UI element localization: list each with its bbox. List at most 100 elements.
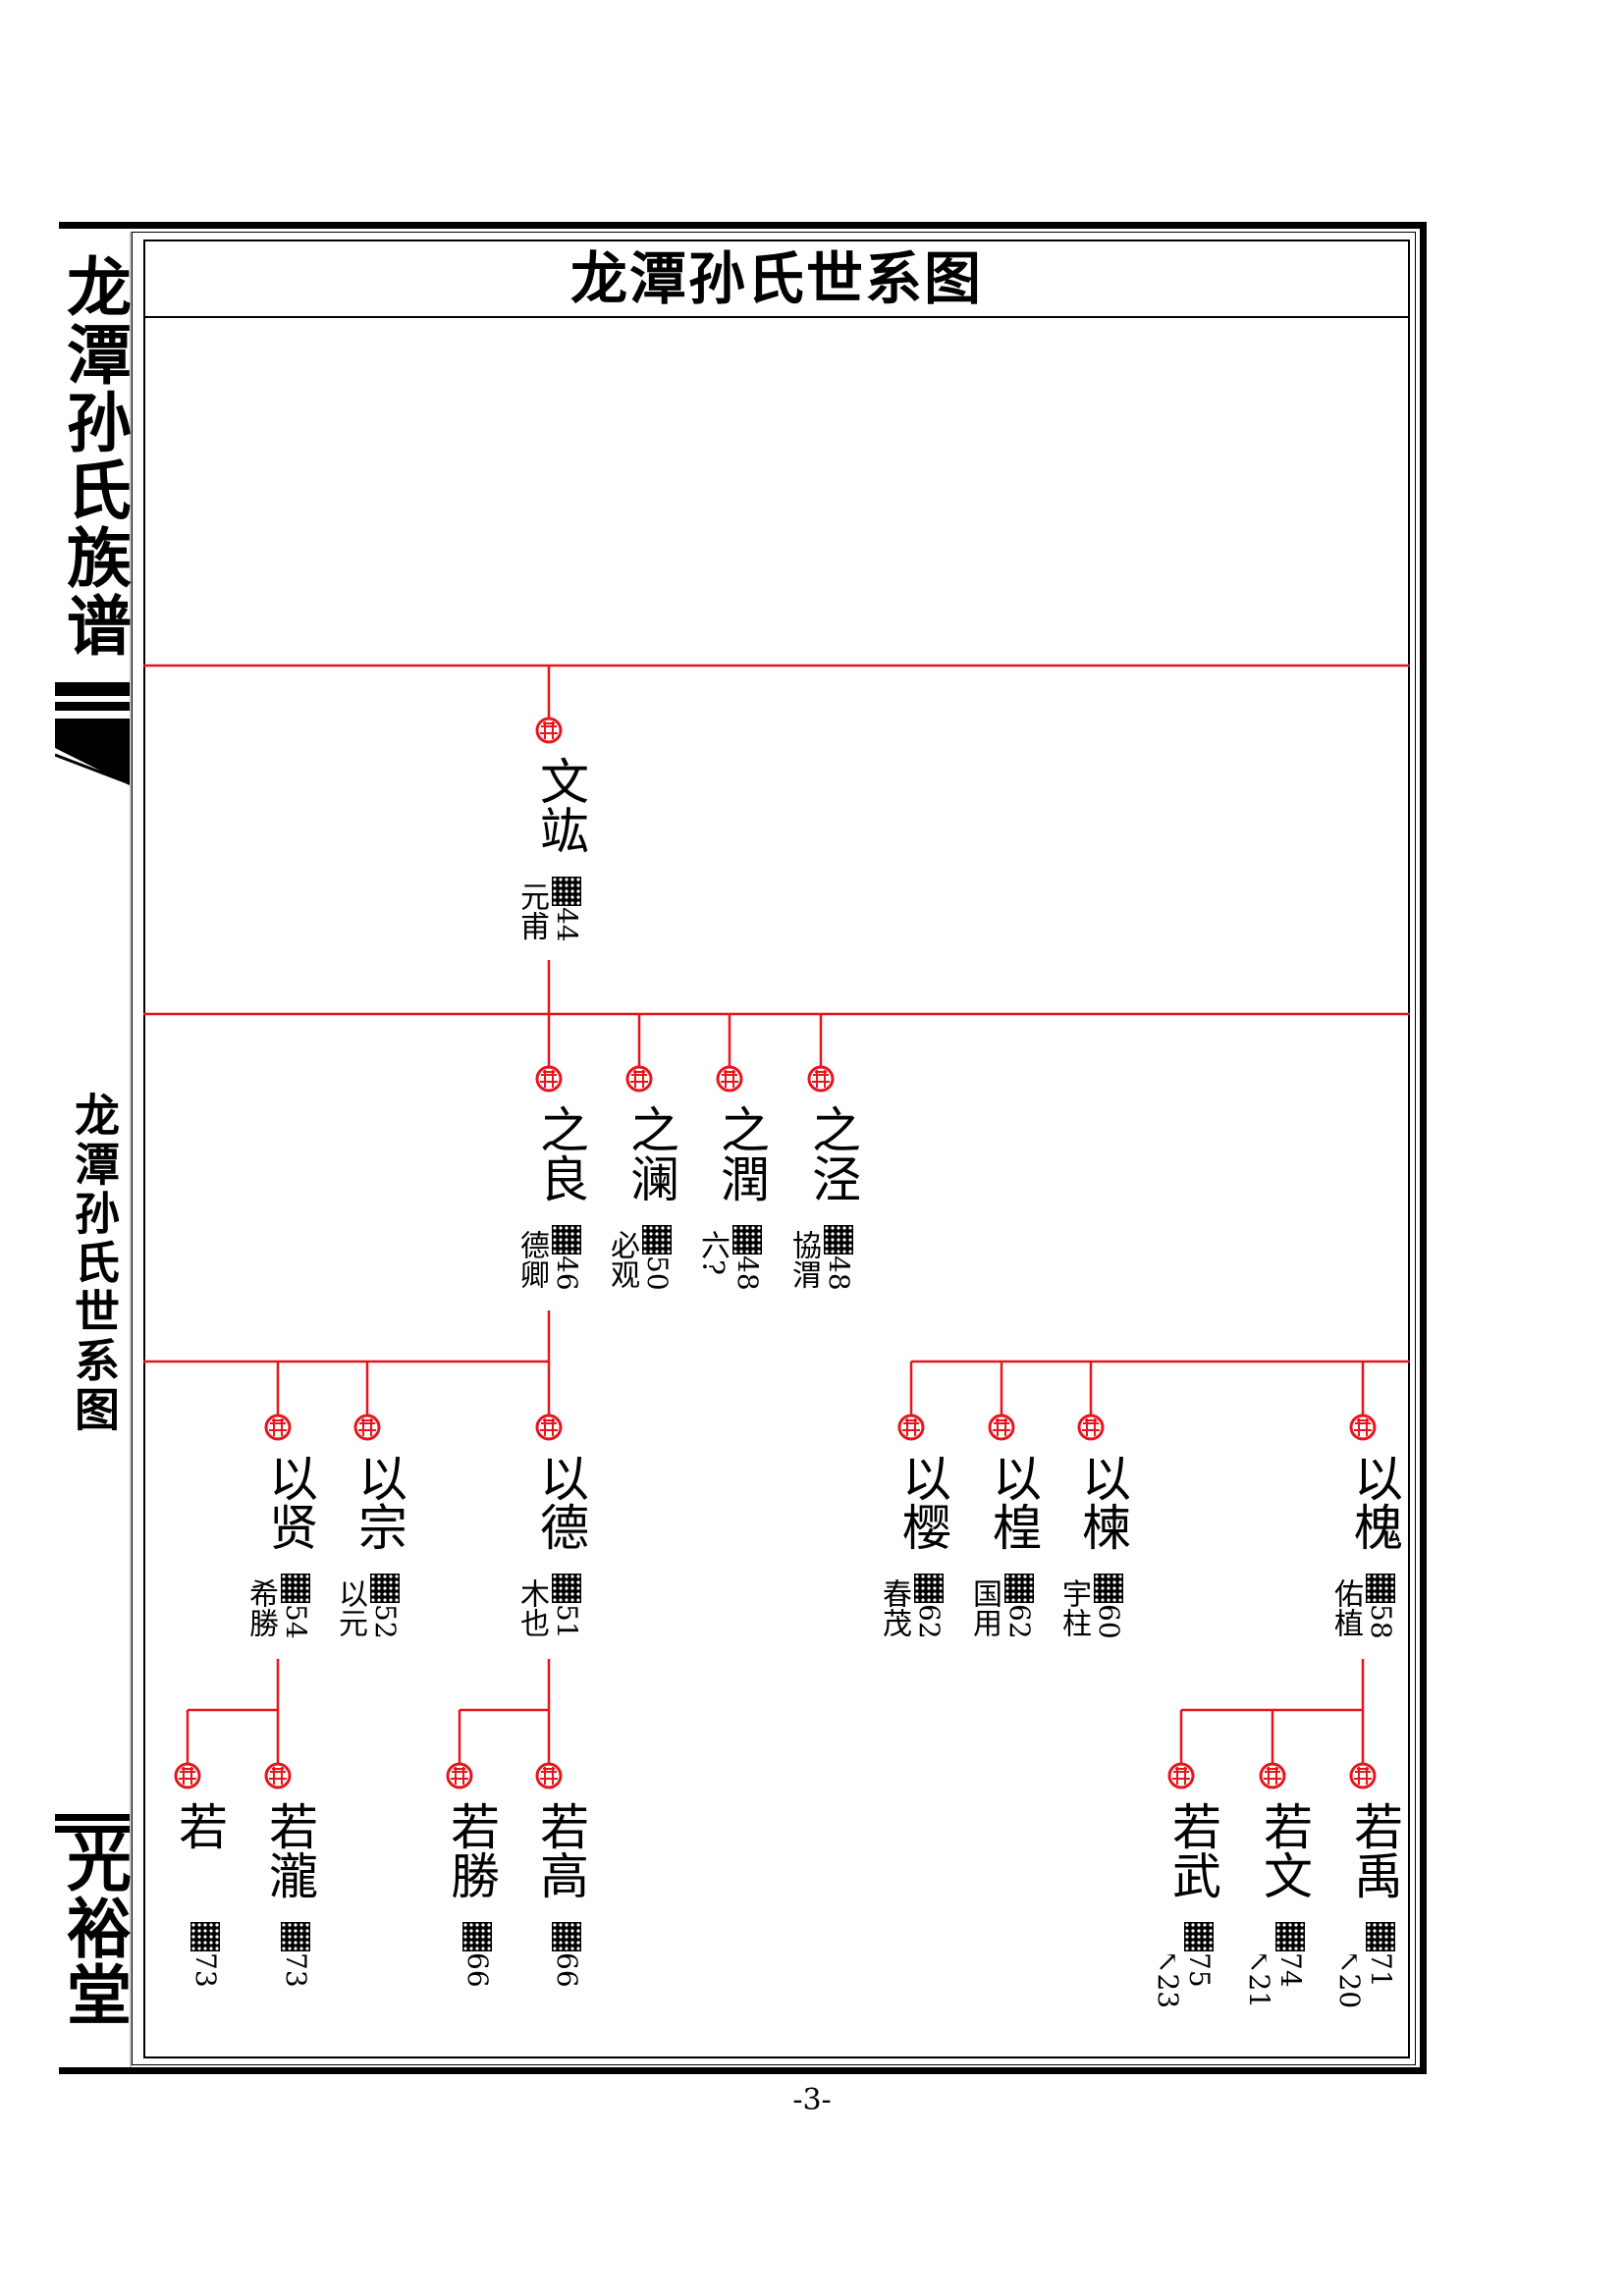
courtesy-name: ↖23 bbox=[1152, 1950, 1184, 2009]
courtesy-name: 春茂 bbox=[877, 1578, 911, 1637]
seal-icon bbox=[1077, 1414, 1105, 1441]
sidebar-section-title: 龙潭孙氏世系图 bbox=[68, 1092, 121, 1435]
courtesy-name: 佑植 bbox=[1328, 1578, 1363, 1637]
person-name: 之澜 bbox=[623, 1104, 679, 1202]
sidebar-wedge-ornament bbox=[54, 715, 131, 785]
courtesy-name: ↖20 bbox=[1333, 1950, 1366, 2009]
page-frame-outer bbox=[59, 222, 1427, 2074]
page-frame-inner bbox=[143, 240, 1410, 2058]
rank-marker-icon bbox=[642, 1225, 672, 1255]
seal-icon bbox=[1349, 1414, 1377, 1441]
seal-icon bbox=[535, 1065, 563, 1093]
sidebar-band bbox=[55, 682, 130, 696]
sidebar-band bbox=[55, 702, 130, 711]
page-frame-middle bbox=[132, 232, 1416, 2065]
person-name: 以贤 bbox=[261, 1453, 318, 1551]
courtesy-name: 木也 bbox=[514, 1578, 549, 1637]
generation-rank: 51 bbox=[551, 1604, 583, 1639]
person-name: 之泾 bbox=[804, 1104, 861, 1202]
person-name: 若禹 bbox=[1346, 1801, 1403, 1899]
person-name: 之潤 bbox=[713, 1104, 770, 1202]
generation-rank: 50 bbox=[641, 1255, 674, 1291]
person-name: 之良 bbox=[532, 1104, 589, 1202]
person-name: 以楻 bbox=[985, 1453, 1042, 1551]
seal-icon bbox=[716, 1065, 743, 1093]
generation-rank: 44 bbox=[551, 907, 583, 942]
rank-marker-icon bbox=[732, 1225, 762, 1255]
generation-rank: 66 bbox=[461, 1952, 494, 1988]
seal-icon bbox=[1259, 1762, 1286, 1789]
rank-marker-icon bbox=[552, 1225, 581, 1255]
generation-rank: 73 bbox=[189, 1952, 222, 1988]
rank-marker-icon bbox=[1184, 1922, 1214, 1951]
page-title: 龙潭孙氏世系图 bbox=[569, 245, 983, 312]
rank-marker-icon bbox=[1094, 1574, 1123, 1603]
seal-icon bbox=[1167, 1762, 1195, 1789]
courtesy-name: 必观 bbox=[605, 1230, 639, 1289]
rank-marker-icon bbox=[552, 1922, 581, 1951]
generation-rank: 52 bbox=[369, 1604, 402, 1639]
seal-icon bbox=[625, 1065, 653, 1093]
person-name: 若 bbox=[171, 1801, 228, 1850]
seal-icon bbox=[535, 717, 563, 744]
rank-marker-icon bbox=[281, 1574, 310, 1603]
courtesy-name: 希勝 bbox=[244, 1578, 278, 1637]
seal-icon bbox=[897, 1414, 925, 1441]
seal-icon bbox=[1349, 1762, 1377, 1789]
rank-marker-icon bbox=[824, 1225, 853, 1255]
rank-marker-icon bbox=[1366, 1574, 1395, 1603]
rank-marker-icon bbox=[1275, 1922, 1305, 1951]
person-name: 以德 bbox=[532, 1453, 589, 1551]
generation-rank: 62 bbox=[913, 1604, 946, 1639]
rank-marker-icon bbox=[190, 1922, 220, 1951]
generation-rank: 58 bbox=[1365, 1604, 1397, 1639]
sidebar-hall-name: 光裕堂 bbox=[56, 1828, 133, 2028]
person-name: 以楝 bbox=[1074, 1453, 1131, 1551]
sidebar-divider bbox=[130, 232, 132, 2067]
person-name: 若武 bbox=[1164, 1801, 1221, 1899]
person-name: 以槐 bbox=[1346, 1453, 1403, 1551]
rank-marker-icon bbox=[1004, 1574, 1034, 1603]
rank-marker-icon bbox=[914, 1574, 944, 1603]
rank-marker-icon bbox=[281, 1922, 310, 1951]
person-name: 以樱 bbox=[894, 1453, 951, 1551]
person-name: 若勝 bbox=[443, 1801, 500, 1899]
rank-marker-icon bbox=[1366, 1922, 1395, 1951]
rank-marker-icon bbox=[552, 877, 581, 906]
page-number: -3- bbox=[792, 2083, 832, 2117]
sidebar-band bbox=[55, 1814, 130, 1821]
rank-marker-icon bbox=[370, 1574, 400, 1603]
courtesy-name: 以元 bbox=[333, 1578, 367, 1637]
generation-rank: 62 bbox=[1003, 1604, 1036, 1639]
generation-rank: 66 bbox=[551, 1952, 583, 1988]
generation-rank: 46 bbox=[551, 1255, 583, 1291]
seal-icon bbox=[988, 1414, 1015, 1441]
courtesy-name: 德卿 bbox=[514, 1230, 549, 1289]
person-name: 若文 bbox=[1256, 1801, 1313, 1899]
rank-marker-icon bbox=[552, 1574, 581, 1603]
generation-rank: 48 bbox=[823, 1255, 855, 1291]
frame-bottom-bar bbox=[59, 2067, 137, 2074]
rank-marker-icon bbox=[462, 1922, 492, 1951]
courtesy-name: ↖21 bbox=[1243, 1950, 1275, 2009]
sidebar-band bbox=[55, 1826, 130, 1833]
title-divider bbox=[143, 316, 1410, 318]
person-name: 若瀧 bbox=[261, 1801, 318, 1899]
courtesy-name: 元甫 bbox=[514, 881, 549, 940]
person-name: 若高 bbox=[532, 1801, 589, 1899]
seal-icon bbox=[446, 1762, 473, 1789]
seal-icon bbox=[264, 1414, 292, 1441]
generation-rank: 74 bbox=[1274, 1952, 1307, 1988]
generation-rank: 60 bbox=[1093, 1604, 1125, 1639]
courtesy-name: 協渭 bbox=[786, 1230, 821, 1289]
courtesy-name: 宇柱 bbox=[1056, 1578, 1091, 1637]
generation-rank: 54 bbox=[280, 1604, 312, 1639]
person-name: 以宗 bbox=[351, 1453, 407, 1551]
seal-icon bbox=[264, 1762, 292, 1789]
courtesy-name: 六? bbox=[695, 1230, 730, 1276]
frame-top-bar bbox=[59, 222, 137, 229]
seal-icon bbox=[174, 1762, 201, 1789]
seal-icon bbox=[353, 1414, 381, 1441]
person-name: 文竑 bbox=[532, 756, 589, 854]
